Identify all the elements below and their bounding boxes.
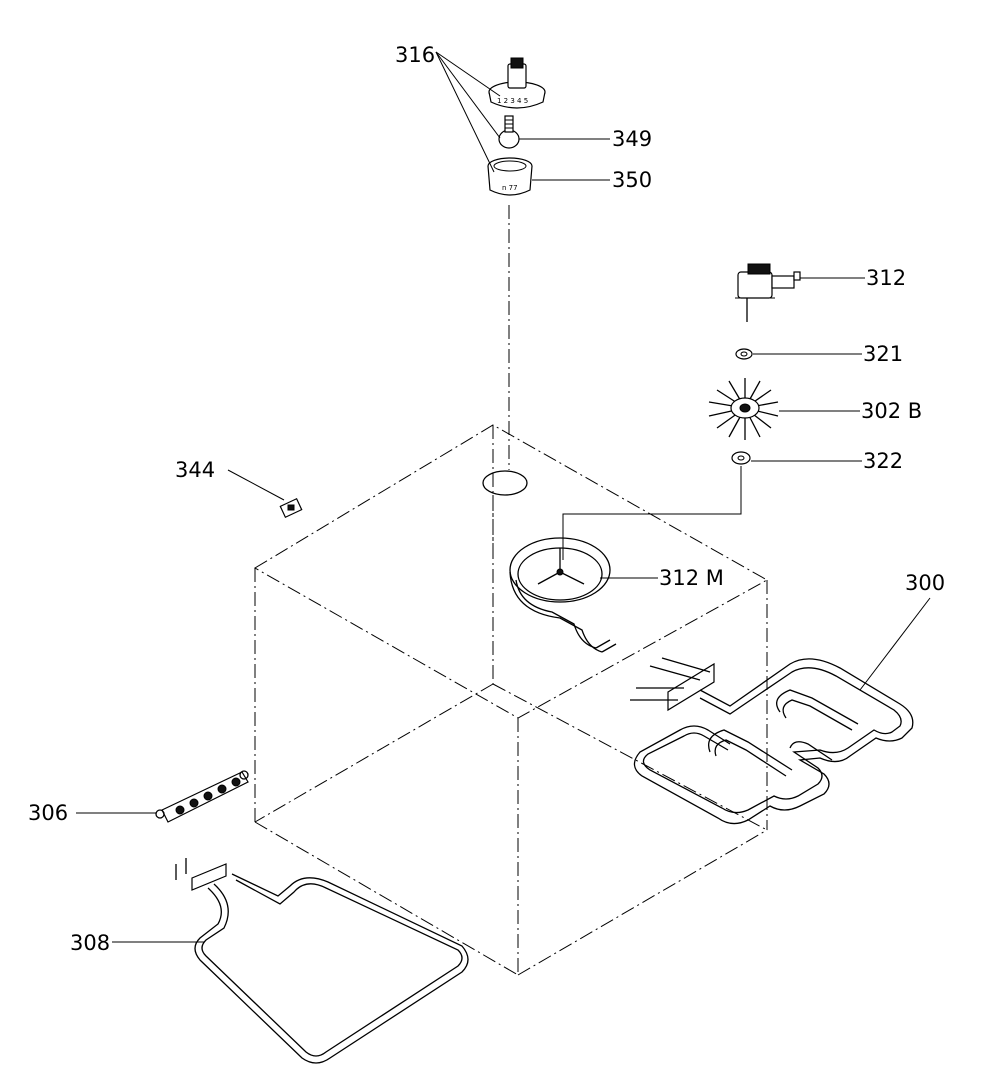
label-312: 312 xyxy=(866,266,906,290)
terminal-block-306 xyxy=(155,770,249,823)
label-300: 300 xyxy=(905,571,945,595)
callout-302b: 302 B xyxy=(779,399,922,423)
oven-cavity xyxy=(254,424,769,976)
label-302b: 302 B xyxy=(861,399,922,423)
svg-text:n 77: n 77 xyxy=(502,184,518,192)
bracket-344 xyxy=(279,497,303,519)
callout-316: 316 xyxy=(395,43,501,173)
callout-350: 350 xyxy=(532,168,652,192)
callout-312m: 312 M xyxy=(600,566,724,590)
label-308: 308 xyxy=(70,931,110,955)
fan-motor-312 xyxy=(735,263,801,322)
callout-322: 322 xyxy=(751,449,903,473)
callout-308: 308 xyxy=(70,931,205,955)
bottom-element-308 xyxy=(175,858,469,1064)
knob-316: 1 2 3 4 5 xyxy=(488,57,546,109)
callout-300: 300 xyxy=(859,571,945,691)
nut-322 xyxy=(731,451,751,465)
fan-axis-line xyxy=(562,466,742,560)
label-306: 306 xyxy=(28,801,68,825)
callout-306: 306 xyxy=(28,801,156,825)
grill-element-300 xyxy=(630,657,914,825)
label-316: 316 xyxy=(395,43,435,67)
callout-344: 344 xyxy=(175,458,285,501)
callout-312: 312 xyxy=(800,266,906,290)
label-350: 350 xyxy=(612,168,652,192)
callout-321: 321 xyxy=(753,342,903,366)
label-312m: 312 M xyxy=(659,566,724,590)
lamp-housing-350: n 77 xyxy=(487,157,533,196)
label-321: 321 xyxy=(863,342,903,366)
lamp-bulb-349 xyxy=(498,115,520,149)
label-322: 322 xyxy=(863,449,903,473)
washer-321 xyxy=(735,348,753,360)
label-344: 344 xyxy=(175,458,215,482)
callout-349: 349 xyxy=(519,127,652,151)
circular-element-312m xyxy=(509,537,617,653)
label-349: 349 xyxy=(612,127,652,151)
top-opening xyxy=(482,470,528,496)
svg-text:1 2 3 4 5: 1 2 3 4 5 xyxy=(497,97,528,105)
fan-wheel-302b xyxy=(708,378,779,440)
